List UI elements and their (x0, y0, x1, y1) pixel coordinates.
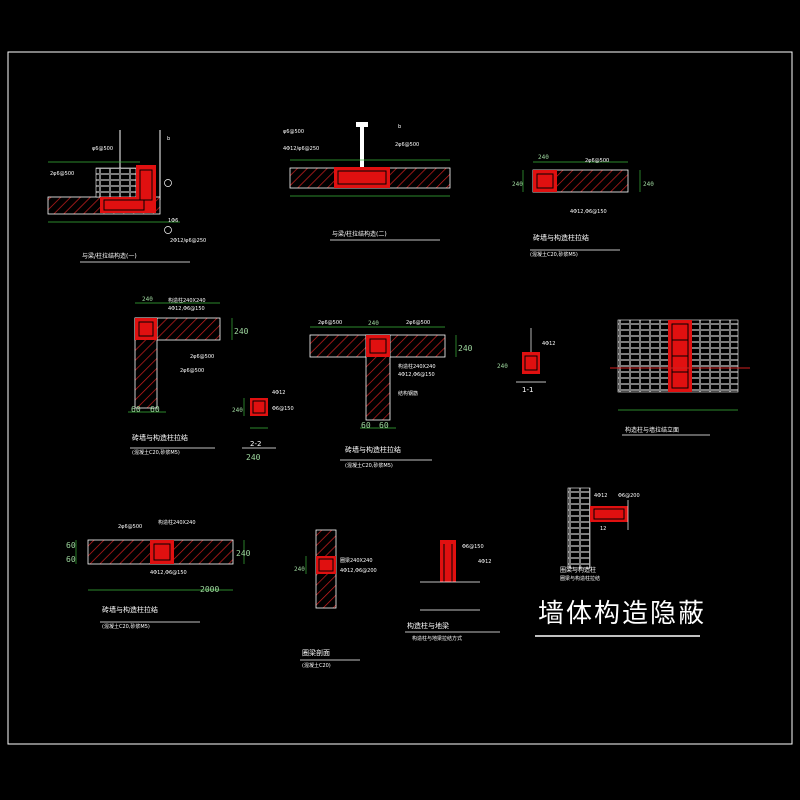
detail-wall-column-4: 240 240 60 60 构造柱240X240 4Φ12,Φ6@150 2φ6… (128, 296, 249, 456)
d3-dim-1: 240 (512, 181, 523, 188)
d5-dim-0: 240 (368, 320, 379, 327)
s22-dim-1: 240 (246, 453, 261, 462)
d1-label-2: 2φ6@500 (50, 171, 74, 177)
d10-label-2: 12 (600, 526, 606, 532)
s11-title: 1-1 (522, 386, 533, 394)
detail-wall-column-tie-2: b 2φ6@500 φ6@500 4Φ12/φ6@250 与梁/柱拉结构造(二) (283, 122, 451, 241)
d2-label-2: φ6@500 (283, 129, 304, 135)
s22-label-0: 4Φ12 (272, 390, 285, 396)
s22-label-1: Φ6@150 (272, 406, 294, 412)
d4-label-3: 2φ6@500 (180, 368, 204, 374)
d7-title: 砖墙与构造柱拉结 (102, 605, 158, 614)
d7-label-0: 2φ6@500 (118, 524, 142, 530)
d1-label-1: b (167, 136, 170, 142)
d2-label-0: b (398, 124, 401, 130)
d5-title: 砖墙与构造柱拉结 (345, 445, 401, 454)
d4-dim-3: 60 (150, 405, 160, 414)
detail-column-ground-beam: Φ6@150 4Φ12 构造柱与地梁 构造柱与地梁拉结方式 (405, 540, 500, 642)
detail-wall-column-tie-1: φ6@500 b 2φ6@500 2Φ12/φ6@250 1Φ6 与梁/柱拉结构… (47, 130, 206, 263)
d1-title: 与梁/柱拉结构造(一) (82, 252, 137, 260)
d7-dim-0: 240 (236, 549, 251, 558)
detail-column-wall-elevation: 构造柱与墙拉结立面 (610, 319, 750, 436)
d5-dim-2: 60 (361, 421, 371, 430)
detail-ring-beam-column: 4Φ12 Φ6@200 12 圈梁与构造柱 圈梁与构造柱拉结 (560, 487, 640, 582)
s11-label-0: 4Φ12 (542, 341, 555, 347)
d5-label-3: 2φ6@500 (406, 320, 430, 326)
d6-title: 构造柱与墙拉结立面 (625, 426, 679, 434)
d8-title: 圈梁剖面 (302, 648, 330, 657)
detail-ring-beam-section: 240 圈梁240X240 4Φ12,Φ6@200 圈梁剖面 (混凝土C20) (294, 529, 377, 669)
d5-note: (混凝土C20,砂浆M5) (345, 462, 393, 469)
section-1-1: 240 4Φ12 1-1 (497, 328, 555, 394)
d7-label-2: 4Φ12,Φ6@150 (150, 570, 187, 576)
d8-label-1: 4Φ12,Φ6@200 (340, 568, 377, 574)
d5-dim-1: 240 (458, 344, 473, 353)
d8-dim-0: 240 (294, 566, 305, 573)
d2-title: 与梁/柱拉结构造(二) (332, 230, 387, 238)
d3-label-1: 4Φ12,Φ6@150 (570, 209, 607, 215)
d10-label-0: 4Φ12 (594, 493, 607, 499)
detail-wall-column-3: 240 240 240 2φ6@500 4Φ12,Φ6@150 砖墙与构造柱拉结… (512, 154, 654, 258)
d5-dim-3: 60 (379, 421, 389, 430)
d7-dim-1: 60 (66, 555, 76, 564)
d1-label-3: 2Φ12/φ6@250 (170, 238, 206, 244)
section-2-2: 240 240 4Φ12 Φ6@150 2-2 (232, 390, 294, 462)
d3-note: (混凝土C20,砂浆M5) (530, 251, 578, 258)
d4-label-1: 4Φ12,Φ6@150 (168, 306, 205, 312)
d9-note: 构造柱与地梁拉结方式 (412, 635, 462, 642)
sheet-frame (7, 51, 793, 745)
d5-label-1: 4Φ12,Φ6@150 (398, 372, 435, 378)
d10-title: 圈梁与构造柱 (560, 566, 596, 574)
sheet-title: 墙体构造隐蔽 (538, 599, 706, 629)
s22-title: 2-2 (250, 440, 261, 448)
d10-note: 圈梁与构造柱拉结 (560, 575, 600, 582)
d4-note: (混凝土C20,砂浆M5) (132, 449, 180, 456)
d3-label-0: 2φ6@500 (585, 158, 609, 164)
d4-dim-1: 240 (234, 327, 249, 336)
detail-wall-column-5: 240 240 60 60 构造柱240X240 4Φ12,Φ6@150 2φ6… (309, 320, 473, 469)
d5-label-0: 构造柱240X240 (398, 363, 436, 370)
detail-wall-column-7: 240 60 60 2φ6@500 构造柱240X240 4Φ12,Φ6@150… (66, 519, 251, 630)
d4-label-0: 构造柱240X240 (168, 297, 206, 304)
d2-label-3: 4Φ12/φ6@250 (283, 146, 319, 152)
d4-dim-2: 60 (131, 405, 141, 414)
s11-dim-0: 240 (497, 363, 508, 370)
d10-label-1: Φ6@200 (618, 493, 640, 499)
d2-label-1: 2φ6@500 (395, 142, 419, 148)
d4-label-2: 2φ6@500 (190, 354, 214, 360)
d3-title: 砖墙与构造柱拉结 (533, 233, 589, 242)
d7-dim-2: 60 (66, 541, 76, 550)
d5-label-2: 2φ6@500 (318, 320, 342, 326)
d8-note: (混凝土C20) (302, 662, 331, 669)
d7-note: (混凝土C20,砂浆M5) (102, 623, 150, 630)
d1-label-4: 1Φ6 (168, 218, 178, 224)
d3-dim-0: 240 (538, 154, 549, 161)
d4-title: 砖墙与构造柱拉结 (132, 433, 188, 442)
d7-label-1: 构造柱240X240 (158, 519, 196, 526)
d1-label-0: φ6@500 (92, 146, 113, 152)
d7-label-3: 2000 (200, 585, 219, 594)
d9-title: 构造柱与地梁 (407, 621, 449, 630)
d9-label-1: 4Φ12 (478, 559, 491, 565)
d3-dim-2: 240 (643, 181, 654, 188)
s22-dim-0: 240 (232, 407, 243, 414)
d5-label-4: 结构钢筋 (398, 390, 418, 397)
d9-label-0: Φ6@150 (462, 544, 484, 550)
d8-label-0: 圈梁240X240 (340, 557, 373, 564)
d4-dim-0: 240 (142, 296, 153, 303)
